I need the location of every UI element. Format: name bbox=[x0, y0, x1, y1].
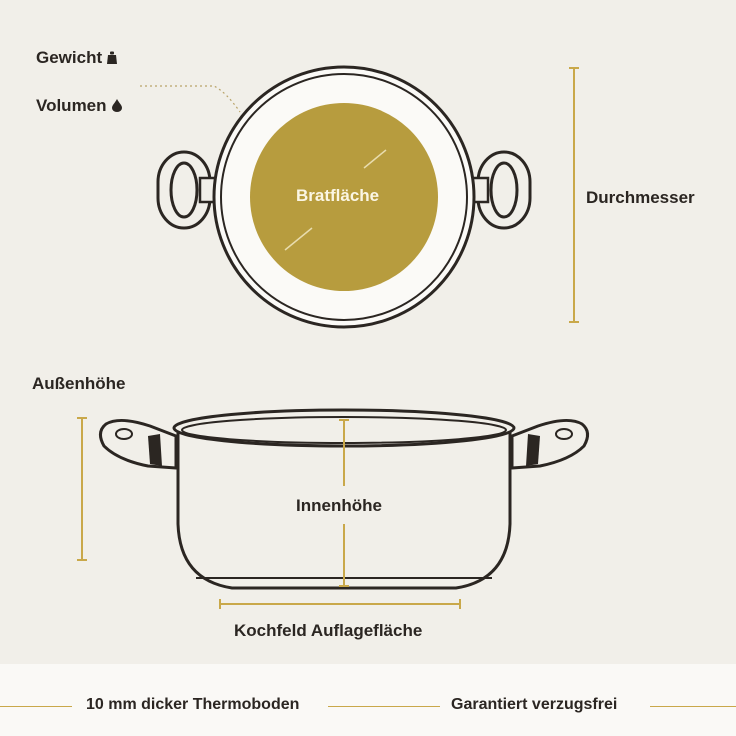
label-volumen: Volumen bbox=[36, 96, 122, 117]
weight-icon bbox=[107, 49, 118, 69]
top-left-handle bbox=[156, 150, 212, 230]
footer-line-1 bbox=[0, 706, 72, 707]
label-bratflaeche: Bratfläche bbox=[296, 186, 380, 205]
footer-line-2 bbox=[328, 706, 440, 707]
top-right-handle bbox=[476, 150, 532, 230]
outer-height-bar bbox=[77, 417, 87, 561]
cooking-surface-disc bbox=[250, 103, 438, 291]
diameter-hint-1 bbox=[284, 227, 313, 251]
footer-left-text: 10 mm dicker Thermoboden bbox=[86, 696, 300, 713]
label-gewicht: Gewicht bbox=[36, 48, 118, 69]
footer-line-3 bbox=[650, 706, 736, 707]
leader-line bbox=[140, 85, 241, 113]
footer-bar bbox=[0, 664, 736, 736]
side-left-handle bbox=[99, 419, 178, 470]
label-durchmesser: Durchmesser bbox=[586, 188, 695, 207]
footer-right-text: Garantiert verzugsfrei bbox=[451, 696, 618, 713]
cooktop-bar bbox=[219, 599, 461, 609]
side-right-handle bbox=[510, 419, 589, 470]
inner-height-bar bbox=[339, 419, 349, 587]
drop-icon bbox=[111, 97, 122, 117]
label-kochfeld: Kochfeld Auflagefläche bbox=[234, 621, 423, 640]
label-innenhoehe: Innenhöhe bbox=[294, 496, 384, 516]
diameter-hint-2 bbox=[363, 149, 387, 169]
diameter-bar bbox=[569, 67, 579, 323]
label-aussenhoehe: Außenhöhe bbox=[32, 374, 126, 393]
